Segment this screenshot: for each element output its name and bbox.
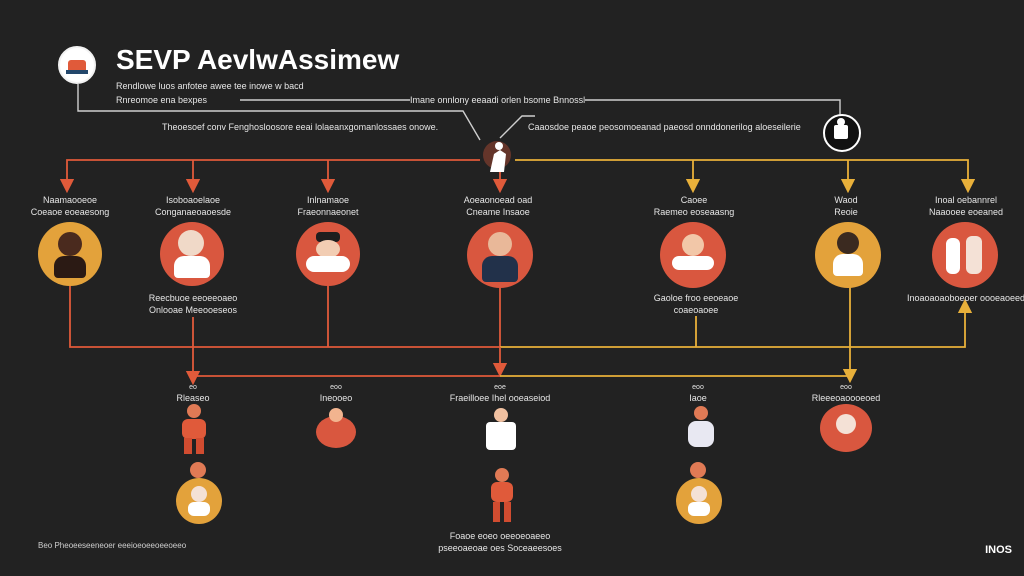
bottom-node-4-person-icon <box>684 406 718 452</box>
node-7-line-1: Inoal oebannrel <box>934 195 998 205</box>
node-4-line-1: Aoeaonoead oad <box>463 195 533 205</box>
node-5-avatar <box>660 222 726 288</box>
node-7-avatar <box>932 222 998 288</box>
contact-icon <box>823 114 861 152</box>
bottom-node-3-tag: eoe <box>494 384 506 391</box>
bottom-node-2-person-icon <box>314 406 358 450</box>
node-6-avatar <box>815 222 881 288</box>
mid-note-1-line-2: Onlooae Meeooeseos <box>148 305 238 315</box>
bottom-node-3-person-icon <box>484 408 518 454</box>
top-bus <box>59 159 976 194</box>
mid-note-2-line-1: Gaoloe froo eeoeaoe <box>653 293 739 303</box>
bottom-caption-line-2: pseeoaeoae oes Soceaeesoes <box>438 543 562 553</box>
node-3-avatar <box>296 222 360 286</box>
header-note-right: Caaosdoe peaoe peosomoeanad paeosd onndd… <box>528 122 801 132</box>
node-1-line-2: Coeaoe eoeaesong <box>30 207 110 217</box>
middle-bus <box>69 282 973 348</box>
bottom-node-1-person-icon <box>176 404 212 456</box>
bottom-node-4-label: Iaoe <box>689 393 707 403</box>
node-1-avatar <box>38 222 102 286</box>
subtitle-line-1: Rendlowe luos anfotee awee tee inowe w b… <box>116 81 304 91</box>
bottom-node-4-tag: eoo <box>692 384 704 391</box>
node-5-line-1: Caoee <box>680 195 708 205</box>
apex-node-icon <box>483 141 511 172</box>
node-4-line-2: Cneame Insaoe <box>466 207 530 217</box>
bottom-caption-line-1: Foaoe eoeo oeeoeoaeeo <box>449 531 551 541</box>
node-1-line-1: Naamaooeoe <box>42 195 98 205</box>
node-3-line-1: Inlnamaoe <box>306 195 350 205</box>
corner-badge: INOS <box>985 544 1012 556</box>
lower-bus <box>185 282 858 386</box>
node-4-avatar <box>467 222 533 288</box>
mid-note-3-line-1: Inoaoaoaoboeoer oooeaoeed <box>906 293 1024 303</box>
company-logo <box>58 46 96 84</box>
header-note-left: Theoesoef conv Fenghosloosore eeai lolae… <box>162 122 439 132</box>
bottom-node-3-label: Fraeilloee Ihel ooeaseiod <box>449 393 551 403</box>
header-connectors <box>77 84 841 141</box>
mid-note-2-line-2: coaeoaoee <box>673 305 719 315</box>
bottom-node-2-label: Ineooeo <box>319 393 353 403</box>
bottom-node-1-label: Rleaseo <box>176 393 210 403</box>
bottom-node-1-tag: eo <box>189 384 197 391</box>
node-2-line-1: Isoboaoelaoe <box>165 195 221 205</box>
bottom-node-5-avatar <box>820 404 872 452</box>
node-6-line-1: Waod <box>834 195 858 205</box>
footer-text: Beo Pheoeeseeneoer eeeioeoeeoeeoeeo <box>38 541 187 550</box>
header-note-middle: Imane onnlony eeaadi orlen bsome Bnnossl <box>410 95 586 105</box>
node-2-avatar <box>160 222 224 286</box>
bottom-node-5-label: Rleeeoaoooeoed <box>811 393 881 403</box>
subtitle-line-2: Rnreomoe ena bexpes <box>116 95 208 105</box>
bottom-center-person-icon <box>488 468 516 524</box>
mid-note-1-line-1: Reecbuoe eeoeeoaeo <box>148 293 238 303</box>
node-6-line-2: Reoie <box>834 207 858 217</box>
bottom-left-head-icon <box>187 462 209 478</box>
node-3-line-2: Fraeonnaeonet <box>297 207 359 217</box>
node-2-line-2: Conganaeoaoesde <box>154 207 232 217</box>
node-5-line-2: Raemeo eoseaasng <box>653 207 735 217</box>
page-title: SEVP AevlwAssimew <box>116 44 400 75</box>
bottom-node-5-tag: eoo <box>840 384 852 391</box>
bottom-left-avatar <box>176 478 222 524</box>
bottom-node-2-tag: eoo <box>330 384 342 391</box>
bottom-right-head-icon <box>687 462 709 478</box>
node-7-line-2: Naaooee eoeaned <box>928 207 1004 217</box>
bottom-right-avatar <box>676 478 722 524</box>
